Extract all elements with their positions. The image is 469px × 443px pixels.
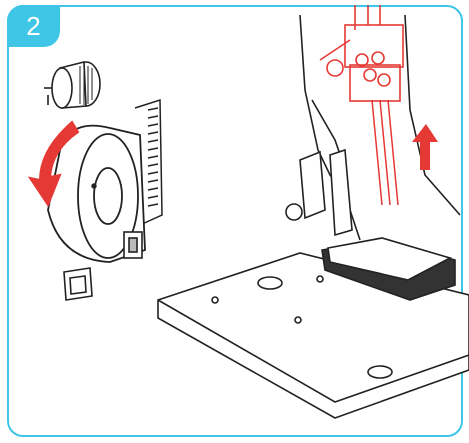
handwheel <box>47 124 146 263</box>
needle-bar-assembly <box>319 5 404 102</box>
needles <box>371 99 399 206</box>
handwheel-cap <box>44 60 101 109</box>
rotation-arrow-icon <box>27 120 80 208</box>
side-vents <box>134 98 163 226</box>
side-switch <box>123 231 143 259</box>
step-number-badge: 2 <box>7 5 60 47</box>
needle-plate <box>157 252 469 419</box>
side-cover <box>63 267 93 301</box>
up-arrow-icon <box>412 124 438 170</box>
presser-foot <box>285 148 456 301</box>
